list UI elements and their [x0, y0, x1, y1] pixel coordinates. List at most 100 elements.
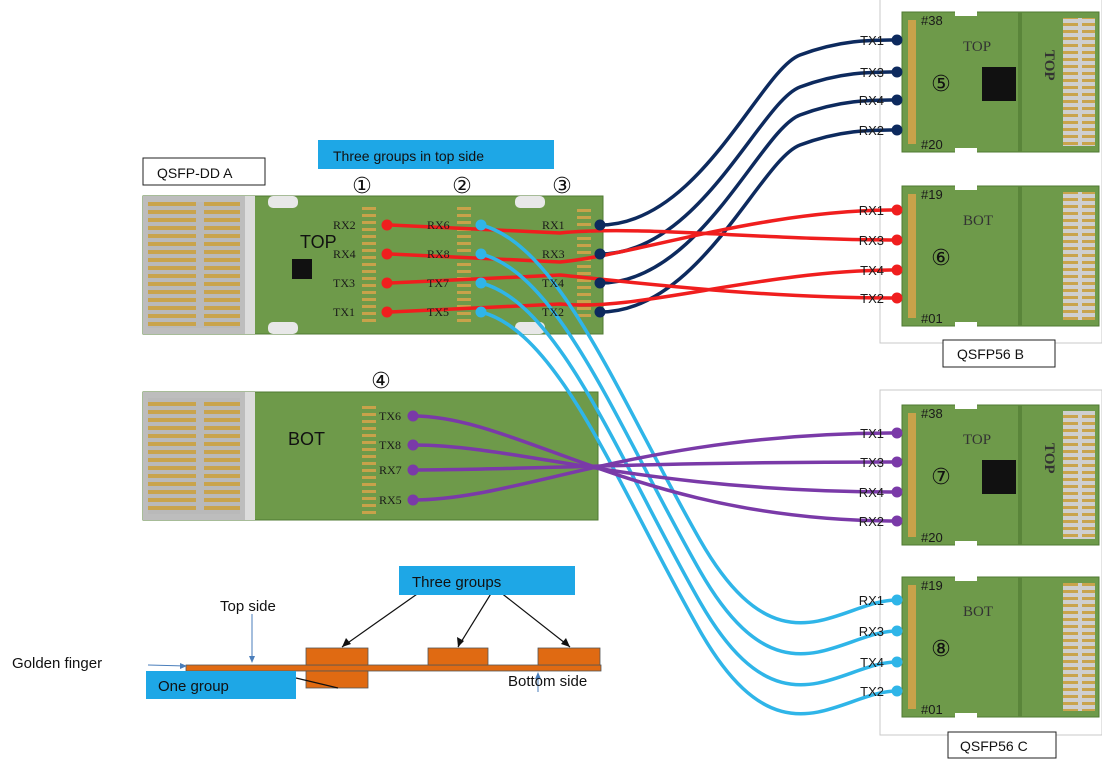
- qsfp-dd-bot-pin: TX8: [379, 438, 401, 452]
- qsfp56-c-bot-bot-board: [901, 575, 1100, 719]
- dot-c8-2: [891, 656, 903, 668]
- qsfp-dd-g1-pin: TX1: [333, 305, 355, 319]
- qsfp56-c-top-circle: ⑦: [931, 465, 951, 490]
- qsfp56-b-bot-pin: RX3: [859, 233, 884, 248]
- cable-red-2: [388, 273, 899, 300]
- cable-purple-1: [411, 443, 899, 494]
- dot-cyan-1: [475, 248, 487, 260]
- qsfp56-c-bot-pin-hi: #19: [921, 578, 943, 593]
- dot-b5-3: [891, 124, 903, 136]
- qsfp56-b-bot-pin-lo: #01: [921, 311, 943, 326]
- qsfp-dd-g3-pin: RX3: [542, 247, 565, 261]
- dot-b6-0: [891, 204, 903, 216]
- dot-navy-0: [594, 219, 606, 231]
- qsfp56-c-top-side-word: TOP: [1041, 443, 1057, 474]
- qsfp56-c-box: [947, 731, 1057, 759]
- qsfp-dd-g3-pin: TX2: [542, 305, 564, 319]
- dot-b5-1: [891, 66, 903, 78]
- qsfp-dd-group-3: ③: [552, 174, 572, 199]
- one-group-label: One group: [158, 678, 229, 695]
- cable-navy-0: [598, 38, 899, 227]
- qsfp-dd-bot-pin: RX7: [379, 463, 402, 477]
- qsfp-dd-group-2: ②: [452, 174, 472, 199]
- qsfp56-b-top-pin-lo: #20: [921, 137, 943, 152]
- qsfp56-b-top-top-board: [901, 10, 1100, 154]
- qsfp56-b-top-pin: RX2: [859, 123, 884, 138]
- dot-cyan-0: [475, 219, 487, 231]
- qsfp56-c-bot-pin: TX2: [860, 684, 884, 699]
- cable-red-3: [388, 268, 899, 314]
- qsfp-dd-g2-pin: RX8: [427, 247, 450, 261]
- cable-cyan-3: [479, 310, 899, 716]
- dot-red-3: [381, 306, 393, 318]
- dot-navy-1: [594, 248, 606, 260]
- qsfp56-c-bot-pin: RX3: [859, 624, 884, 639]
- qsfp-dd-top-word: TOP: [300, 232, 337, 252]
- dot-cyan-2: [475, 277, 487, 289]
- golden-finger-label: Golden finger: [12, 655, 102, 672]
- qsfp-dd-top-board: [142, 195, 604, 335]
- qsfp-dd-group-4: ④: [371, 369, 391, 394]
- dot-c8-0: [891, 594, 903, 606]
- qsfp56-b-top-pin: TX3: [860, 65, 884, 80]
- qsfp-dd-g2-pin: RX6: [427, 218, 450, 232]
- qsfp56-c-top-pin-hi: #38: [921, 406, 943, 421]
- qsfp56-b-bot-pin: TX4: [860, 263, 884, 278]
- dot-red-2: [381, 277, 393, 289]
- qsfp56-c-top-pin: RX4: [859, 485, 884, 500]
- one-group-callout: [146, 671, 296, 699]
- qsfp56-b-label: QSFP56 B: [957, 346, 1024, 362]
- qsfp56-c-bot-pin: TX4: [860, 655, 884, 670]
- dot-c7-0: [891, 427, 903, 439]
- dot-c7-3: [891, 515, 903, 527]
- dot-b5-0: [891, 34, 903, 46]
- dot-red-1: [381, 248, 393, 260]
- dot-b6-3: [891, 292, 903, 304]
- qsfp-dd-a-label: QSFP-DD A: [157, 165, 233, 181]
- three-groups-top-label: Three groups in top side: [333, 148, 484, 164]
- cable-red-1: [388, 208, 899, 264]
- qsfp56-b-top-word: TOP: [963, 39, 991, 55]
- qsfp56-c-bot-circle: ⑧: [931, 637, 951, 662]
- dot-purple-0: [407, 410, 419, 422]
- qsfp56-c-bot-pin: RX1: [859, 593, 884, 608]
- qsfp-dd-g1-pin: RX4: [333, 247, 356, 261]
- qsfp56-b-box: [942, 339, 1056, 368]
- dot-c7-1: [891, 456, 903, 468]
- cable-navy-2: [598, 98, 899, 285]
- qsfp56-b-top-side-word: TOP: [1041, 50, 1057, 81]
- dot-b5-2: [891, 94, 903, 106]
- dot-purple-2: [407, 464, 419, 476]
- cable-cyan-1: [479, 252, 899, 656]
- dot-b6-1: [891, 234, 903, 246]
- qsfp56-b-top-pin: TX1: [860, 33, 884, 48]
- qsfp56-b-bot-pin: RX1: [859, 203, 884, 218]
- three-groups-top-callout: [318, 140, 554, 169]
- qsfp56-b-bot-bot-board: [901, 184, 1100, 328]
- cable-navy-3: [598, 128, 899, 314]
- qsfp-dd-group-1: ①: [352, 174, 372, 199]
- qsfp-dd-bot-pin: TX6: [379, 409, 401, 423]
- top-side-label: Top side: [220, 598, 276, 615]
- qsfp-dd-g3-pin: RX1: [542, 218, 565, 232]
- dot-c7-2: [891, 486, 903, 498]
- dot-c8-1: [891, 625, 903, 637]
- qsfp-dd-g2-pin: TX5: [427, 305, 449, 319]
- qsfp56-c-top-top-board: [901, 403, 1100, 547]
- qsfp-dd-bottom-word: BOT: [288, 429, 325, 449]
- dot-purple-1: [407, 439, 419, 451]
- qsfp56-c-bot-pin-lo: #01: [921, 702, 943, 717]
- qsfp-dd-bot-pin: RX5: [379, 493, 402, 507]
- cable-red-0: [388, 223, 899, 242]
- cable-cyan-0: [479, 223, 899, 625]
- dot-navy-3: [594, 306, 606, 318]
- qsfp56-b-top-circle: ⑤: [931, 72, 951, 97]
- qsfp56-b-top-pin: RX4: [859, 93, 884, 108]
- qsfp56-c-top-word: TOP: [963, 432, 991, 448]
- qsfp-dd-g1-pin: RX2: [333, 218, 356, 232]
- cable-cyan-2: [479, 281, 899, 687]
- cables: [381, 34, 903, 716]
- cross-section: [147, 591, 602, 692]
- qsfp-dd-a-box: [142, 157, 266, 186]
